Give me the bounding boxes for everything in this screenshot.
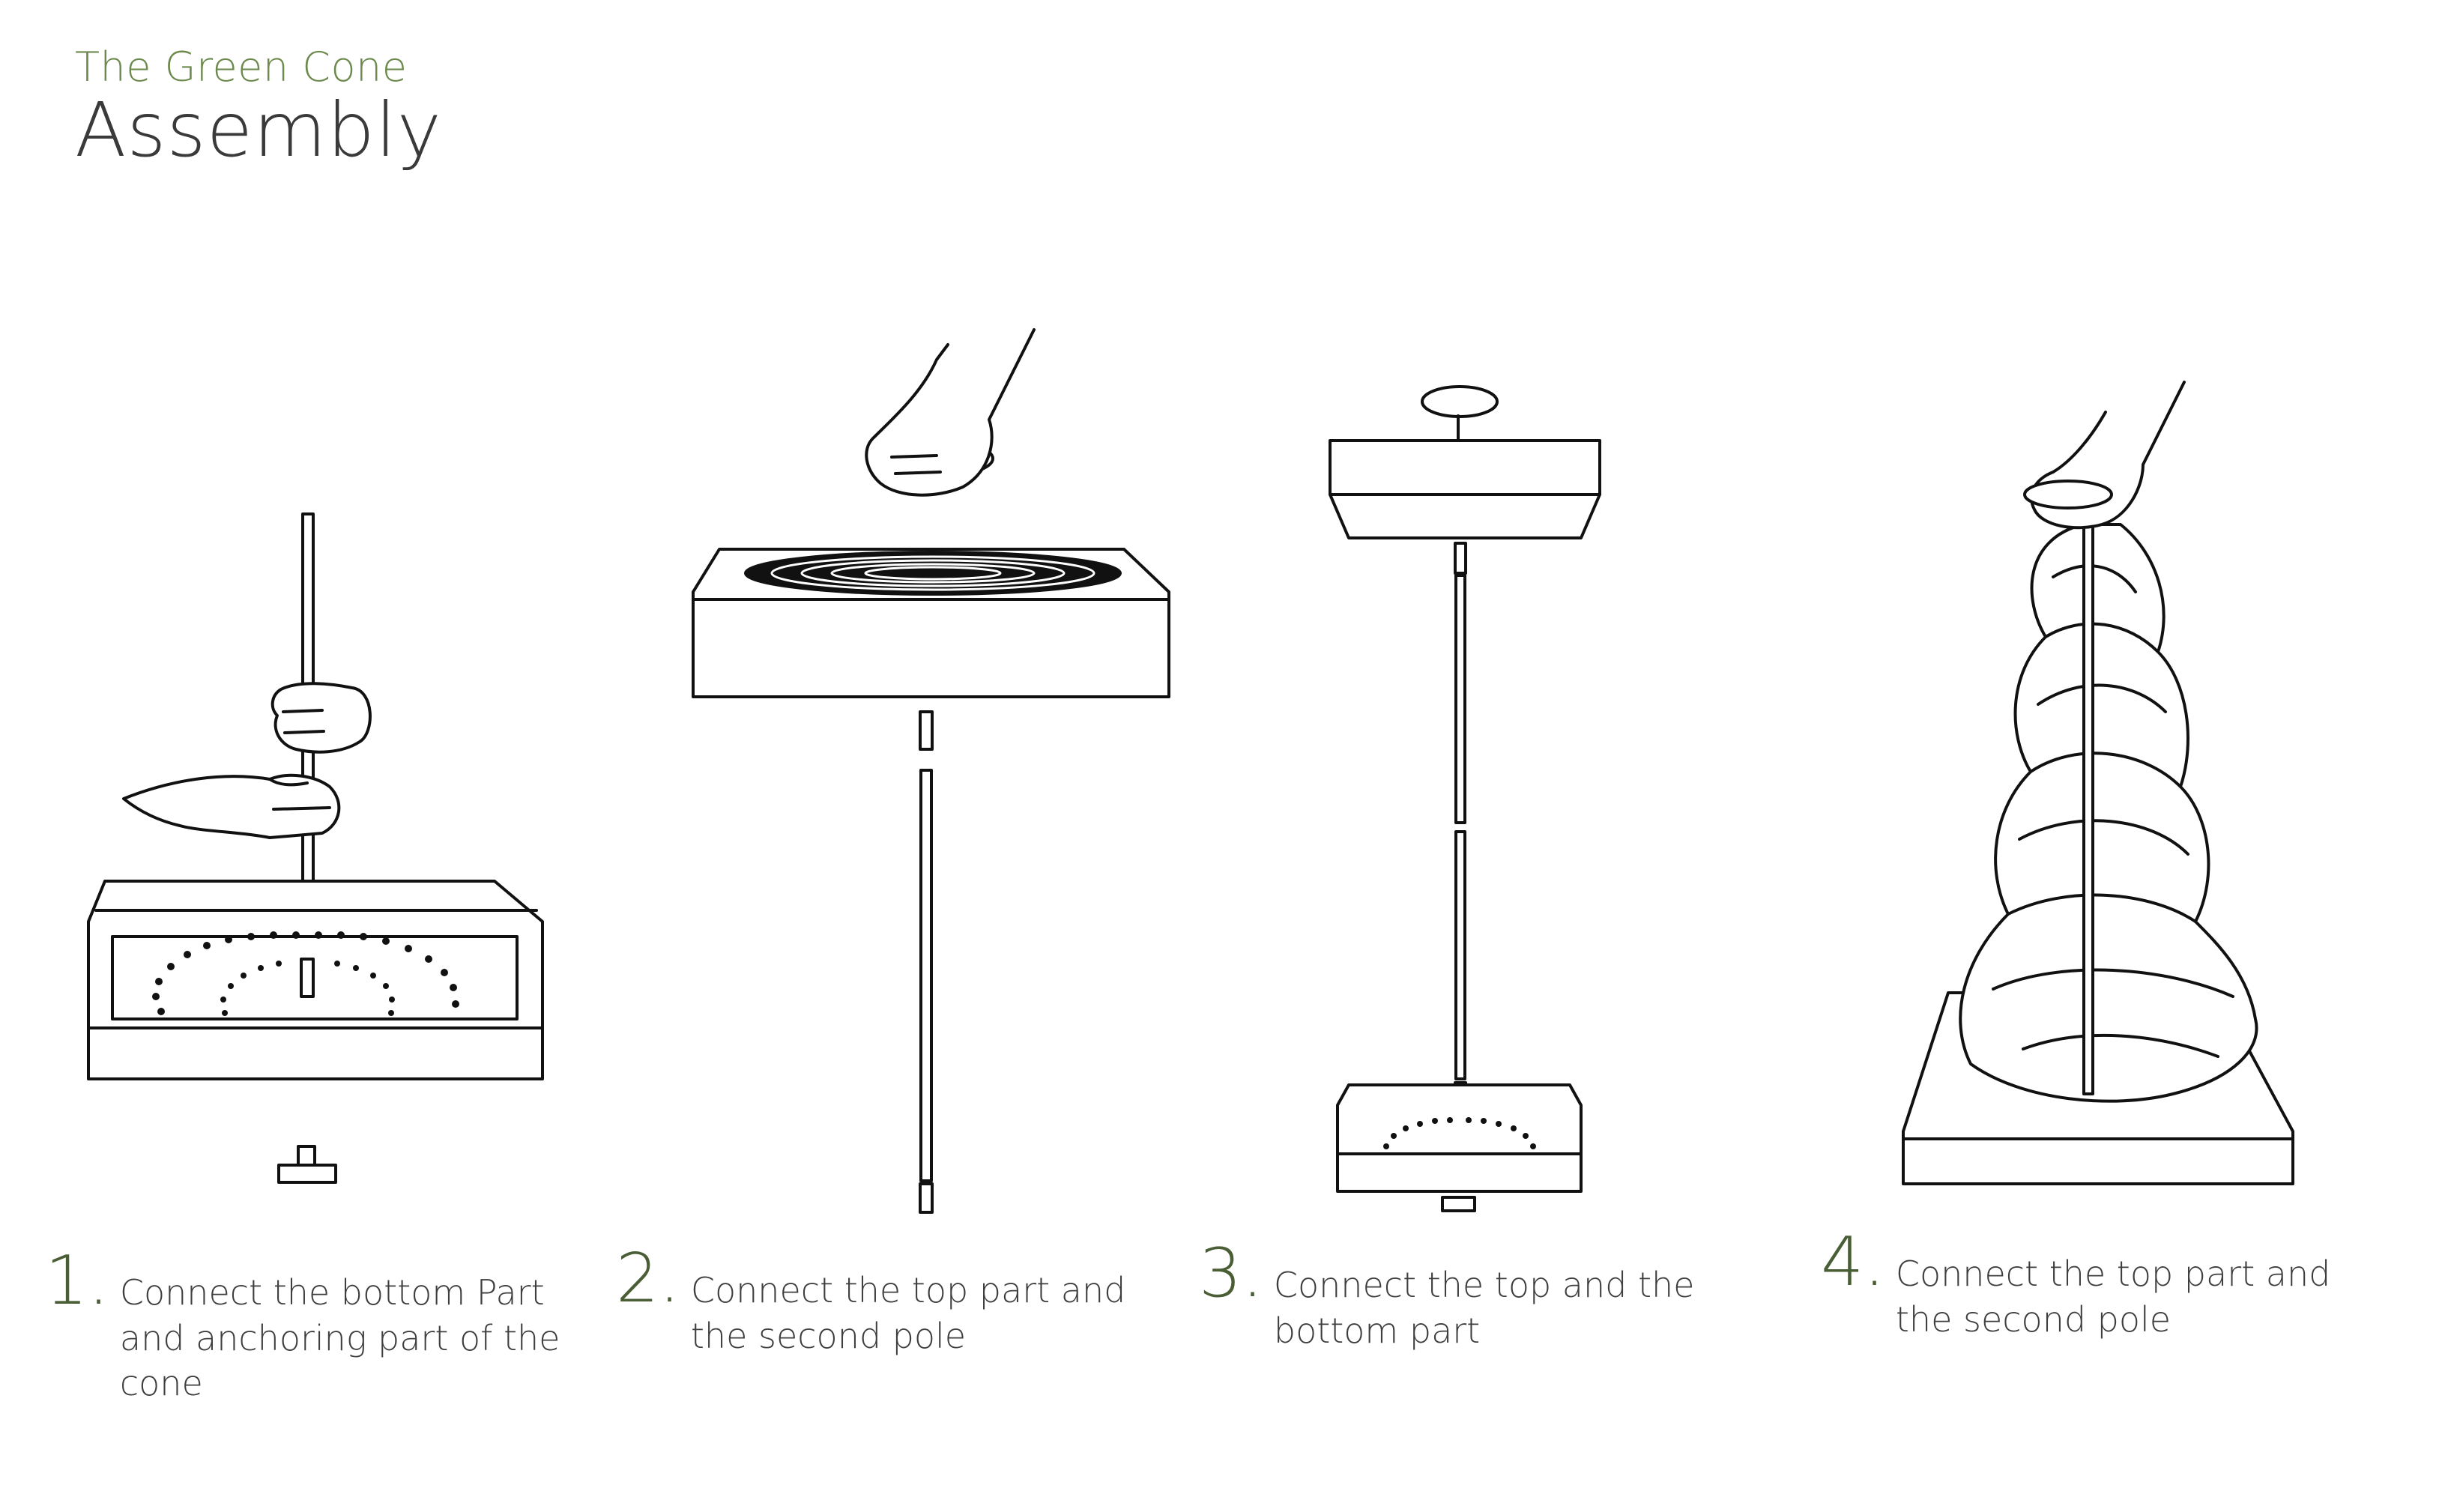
step-4: 4. Connect the top part and the second p… bbox=[1821, 1229, 2375, 1342]
step-2-illustration bbox=[693, 330, 1169, 1212]
step-3-text: Connect the top and the bottom part bbox=[1274, 1240, 1753, 1353]
step-3: 3. Connect the top and the bottom part bbox=[1199, 1240, 1753, 1353]
step-4-number: 4. bbox=[1821, 1229, 1885, 1296]
step-1-number: 1. bbox=[45, 1248, 109, 1315]
step-1-text: Connect the bottom Part and anchoring pa… bbox=[120, 1248, 599, 1406]
step-1: 1. Connect the bottom Part and anchoring… bbox=[45, 1248, 599, 1406]
step-2-number: 2. bbox=[616, 1245, 680, 1313]
concentric-vents bbox=[746, 552, 1120, 594]
step-1-illustration bbox=[88, 514, 542, 1182]
step-4-text: Connect the top part and the second pole bbox=[1896, 1229, 2375, 1342]
step-2-text: Connect the top part and the second pole bbox=[691, 1245, 1170, 1358]
step-3-illustration bbox=[1330, 387, 1600, 1211]
step-2: 2. Connect the top part and the second p… bbox=[616, 1245, 1170, 1358]
step-4-illustration bbox=[1903, 382, 2293, 1184]
step-3-number: 3. bbox=[1199, 1240, 1263, 1307]
